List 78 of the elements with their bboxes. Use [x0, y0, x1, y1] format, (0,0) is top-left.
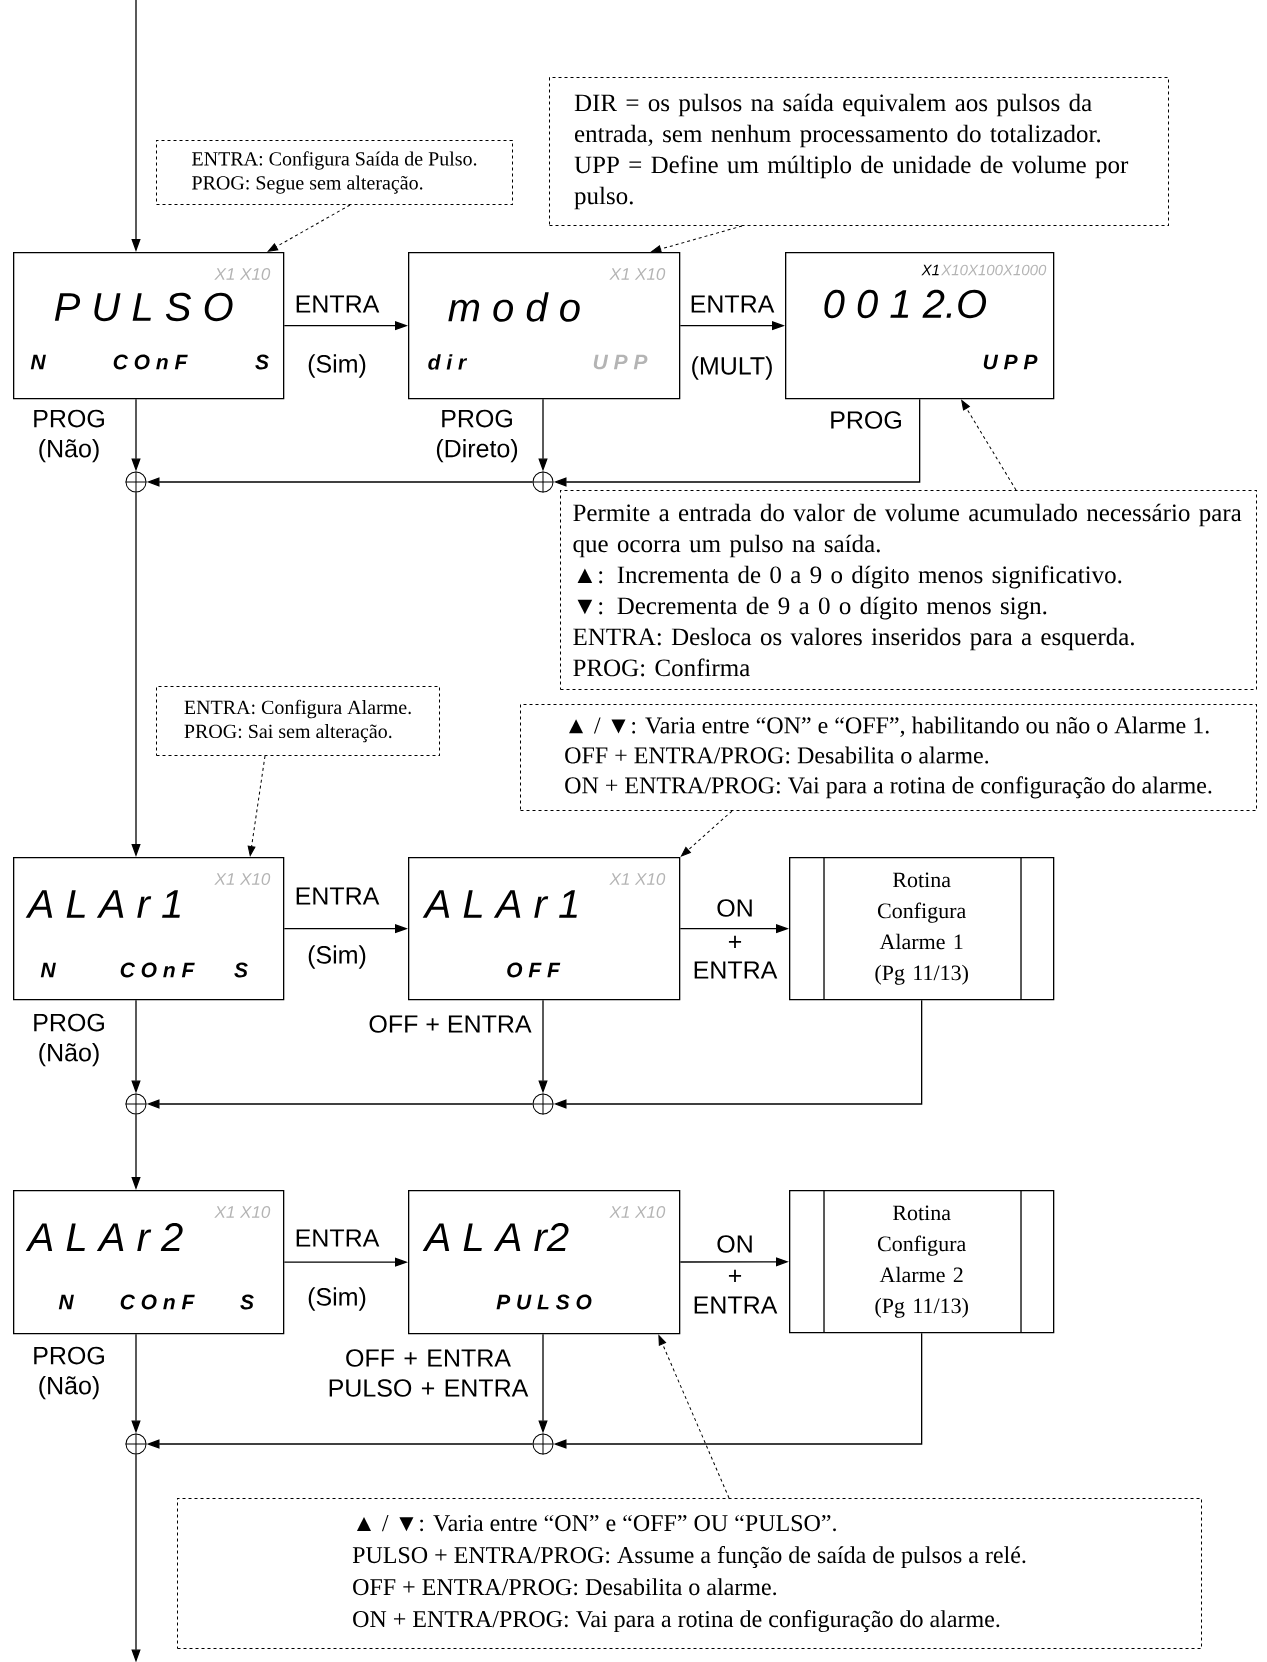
leader-line	[651, 225, 743, 253]
edge-label: PROG	[828, 410, 904, 430]
display-reading: A L A r 1	[25, 890, 180, 918]
display-box	[408, 252, 681, 400]
option-label: O F F	[507, 962, 561, 978]
display-reading: m o d o	[448, 292, 580, 322]
leader-line	[961, 400, 1017, 491]
edge-label: ENTRA	[293, 1228, 381, 1248]
option-label: U P P	[593, 354, 648, 370]
display-reading: A L A r2	[422, 1223, 569, 1251]
arrow-caption: +	[728, 935, 742, 949]
leader-line	[267, 204, 351, 252]
option-label: C O n F	[120, 1294, 195, 1310]
arrow-caption: ENTRA	[694, 1296, 778, 1314]
leader-line	[680, 810, 733, 857]
arrow-caption: +	[728, 1269, 742, 1283]
option-label: N	[58, 1294, 74, 1310]
display-box	[13, 857, 285, 1001]
display-reading: A L A r 2	[25, 1223, 183, 1251]
note-box: Permite a entrada do valor de volume acumulado necessário para que ocorra um pulso na saída. ▲: Incrementa de 0 a 9 o dígito menos significativo. ▼: Decrementa de 9 a 0 o dígito menos sign. ENTRA: Desloca os valores inseridos para a esquerda. PROG: Confirma	[560, 490, 1257, 690]
note-box: ENTRA: Configura Alarme. PROG: Sai sem alteração.	[156, 686, 440, 756]
edge-label: ON	[715, 898, 755, 918]
option-label: C O n F	[120, 962, 195, 978]
option-label: U P P	[983, 354, 1038, 370]
leader-line	[658, 1335, 730, 1499]
arrow-caption: (Sim)	[308, 354, 366, 378]
option-label: S	[234, 962, 248, 978]
option-label: C O n F	[113, 354, 188, 370]
display-reading: 0 0 1 2.O	[824, 289, 987, 319]
display-box	[13, 252, 285, 400]
display-reading: A L A r 1	[422, 890, 577, 918]
edge-label: PROG (Direto)	[428, 408, 526, 464]
edge-label: PROG (Não)	[28, 1012, 110, 1068]
display-box	[13, 1190, 285, 1335]
edge-label: OFF + ENTRA PULSO + ENTRA	[317, 1348, 539, 1398]
option-label: N	[40, 962, 56, 978]
scale-indicator: X1	[921, 264, 939, 276]
edge-label: OFF + ENTRA	[367, 1014, 533, 1034]
display-box	[408, 1190, 681, 1335]
summing-junction	[532, 1093, 554, 1115]
note-box: ▲ / ▼: Varia entre “ON” e “OFF” OU “PULSO”. PULSO + ENTRA/PROG: Assume a função de saída de pulsos a relé. OFF + ENTRA/PROG: Desabilita o alarme. ON + ENTRA/PROG: Vai para a rotina de configuração do alarme.	[177, 1498, 1202, 1649]
option-label: S	[240, 1294, 254, 1310]
scale-indicator: X1 X10	[609, 1206, 666, 1219]
summing-junction	[125, 471, 147, 493]
option-label: P U L S O	[496, 1294, 592, 1310]
arrow-caption: ENTRA	[694, 961, 778, 979]
edge-label: ENTRA	[293, 294, 381, 314]
display-box	[408, 857, 681, 1001]
scale-indicator: X1 X10	[214, 873, 271, 886]
summing-junction	[125, 1433, 147, 1455]
edge-label: ENTRA	[688, 294, 776, 314]
summing-junction	[532, 1433, 554, 1455]
leader-line	[247, 755, 266, 857]
arrow-caption: (Sim)	[308, 945, 366, 969]
arrow	[131, 1453, 141, 1662]
scale-indicator: X1 X10	[609, 873, 666, 886]
note-box: ENTRA: Configura Saída de Pulso. PROG: Segue sem alteração.	[156, 140, 513, 205]
display-reading: P U L S O	[54, 292, 233, 322]
summing-junction	[125, 1093, 147, 1115]
edge-label: PROG (Não)	[28, 1345, 110, 1401]
note-box: DIR = os pulsos na saída equivalem aos pulsos da entrada, sem nenhum processamento do totalizador. UPP = Define um múltiplo de unidade de volume por pulso.	[549, 77, 1169, 226]
edge-label: ENTRA	[293, 886, 381, 906]
scale-indicator: X1 X10	[609, 268, 666, 281]
option-label: N	[30, 354, 46, 370]
display-box	[785, 252, 1055, 400]
scale-indicator: X1 X10	[214, 1206, 271, 1219]
arrow-caption: (MULT)	[692, 356, 772, 380]
summing-junction	[532, 471, 554, 493]
note-box: ▲ / ▼: Varia entre “ON” e “OFF”, habilitando ou não o Alarme 1. OFF + ENTRA/PROG: Desabilita o alarme. ON + ENTRA/PROG: Vai para a rotina de configuração do alarme.	[520, 704, 1257, 811]
arrow-caption: (Sim)	[308, 1287, 366, 1311]
subroutine-box: Rotina Configura Alarme 1 (Pg 11/13)	[789, 856, 1055, 1001]
edge-label: PROG (Não)	[28, 408, 110, 464]
edge-label: ON	[715, 1234, 755, 1254]
option-label: S	[255, 354, 269, 370]
subroutine-box: Rotina Configura Alarme 2 (Pg 11/13)	[789, 1189, 1055, 1334]
scale-indicator: X1 X10	[214, 268, 271, 281]
option-label: d i r	[428, 354, 468, 370]
scale-indicator: X10X100X1000	[941, 264, 1047, 276]
